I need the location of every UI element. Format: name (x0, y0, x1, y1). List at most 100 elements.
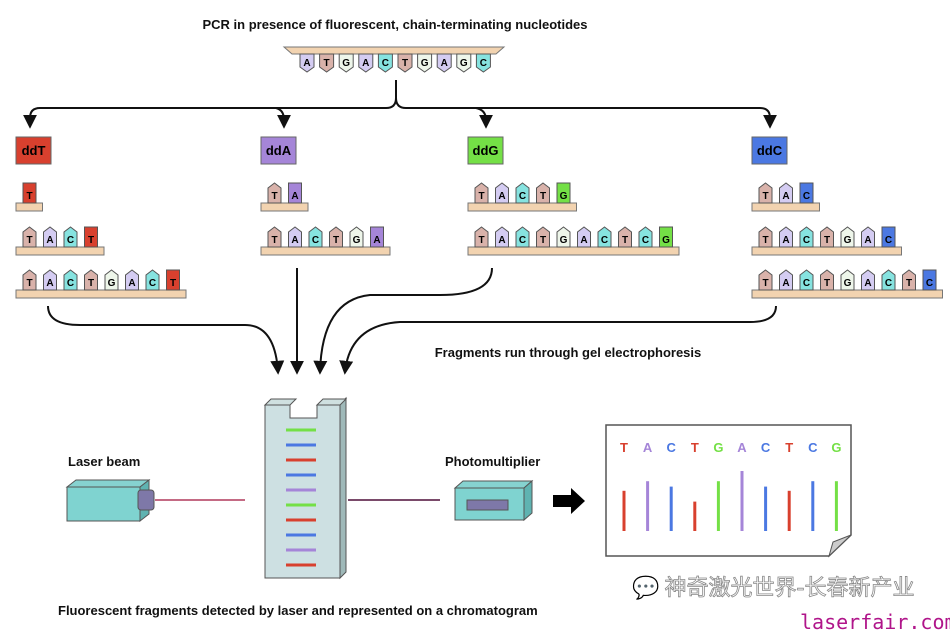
nucleotide-letter: G (353, 235, 361, 246)
nucleotide-letter: T (478, 191, 484, 202)
nucleotide-A (436, 53, 452, 73)
terminator-nucleotide-C (881, 226, 896, 248)
terminator-label-box (467, 136, 504, 165)
nucleotide-letter: A (46, 278, 53, 289)
nucleotide-letter: C (382, 58, 389, 69)
nucleotide-letter: C (67, 235, 74, 246)
terminator-nucleotide-C (922, 269, 937, 291)
terminator-nucleotide-G (659, 226, 673, 248)
nucleotide-G (349, 226, 364, 248)
chromatogram-base-A: A (737, 440, 747, 455)
chromatogram-base-C: C (667, 440, 677, 455)
nucleotide-T (758, 269, 773, 291)
nucleotide-letter: A (291, 191, 298, 202)
primer-backbone (467, 246, 680, 256)
nucleotide-letter: A (441, 58, 448, 69)
nucleotide-letter: C (519, 235, 526, 246)
watermark: 💬 神奇激光世界-长春新产业 (632, 576, 915, 601)
terminator-label-box (15, 136, 52, 165)
nucleotide-C (597, 226, 612, 248)
chromatogram-base-T: T (620, 440, 628, 455)
nucleotide-A (299, 53, 315, 73)
nucleotide-letter: T (26, 235, 32, 246)
nucleotide-T (397, 53, 413, 73)
nucleotide-letter: T (271, 191, 277, 202)
nucleotide-T (474, 182, 489, 204)
photomultiplier (453, 479, 534, 522)
terminator-label-box (260, 136, 297, 165)
nucleotide-C (881, 269, 896, 291)
nucleotide-letter: T (622, 235, 628, 246)
terminator-nucleotide-A (370, 226, 384, 248)
terminator-nucleotide-T (166, 269, 180, 291)
nucleotide-A (43, 269, 57, 291)
nucleotide-C (308, 226, 323, 248)
nucleotide-T (820, 226, 834, 248)
nucleotide-T (536, 182, 550, 204)
chromatogram-base-G: G (831, 440, 841, 455)
nucleotide-T (474, 226, 489, 248)
primer-backbone (260, 202, 309, 212)
nucleotide-A (779, 269, 793, 291)
nucleotide-letter: C (149, 278, 156, 289)
nucleotide-A (779, 226, 793, 248)
terminator-label: ddA (266, 143, 292, 158)
terminator-nucleotide-A (288, 182, 302, 204)
watermark-chinese: 神奇激光世界-长春新产业 (664, 576, 915, 601)
terminator-label: ddC (757, 143, 783, 158)
nucleotide-letter: T (271, 235, 277, 246)
chromatogram-base-C: C (761, 440, 771, 455)
primer-backbone (260, 246, 391, 256)
bottom-caption: Fluorescent fragments detected by laser … (58, 603, 538, 618)
nucleotide-letter: A (498, 235, 505, 246)
nucleotide-letter: T (478, 235, 484, 246)
nucleotide-letter: T (762, 191, 768, 202)
nucleotide-T (758, 182, 773, 204)
nucleotide-letter: C (480, 58, 487, 69)
nucleotide-C (638, 226, 653, 248)
chromatogram-base-T: T (785, 440, 793, 455)
nucleotide-A (861, 269, 875, 291)
nucleotide-C (63, 269, 78, 291)
nucleotide-A (358, 53, 374, 73)
nucleotide-letter: A (362, 58, 369, 69)
nucleotide-letter: C (926, 278, 933, 289)
nucleotide-letter: T (762, 278, 768, 289)
wechat-icon: 💬 (632, 576, 660, 601)
nucleotide-letter: G (108, 278, 116, 289)
nucleotide-T (536, 226, 550, 248)
nucleotide-A (779, 182, 793, 204)
nucleotide-letter: A (782, 191, 789, 202)
gel-caption: Fragments run through gel electrophoresi… (435, 345, 702, 360)
terminator-nucleotide-G (556, 182, 571, 204)
nucleotide-A (495, 182, 509, 204)
nucleotide-letter: T (906, 278, 912, 289)
nucleotide-letter: T (762, 235, 768, 246)
chromatogram-base-A: A (643, 440, 653, 455)
terminator-nucleotide-C (799, 182, 814, 204)
nucleotide-letter: T (333, 235, 339, 246)
nucleotide-letter: C (885, 235, 892, 246)
primer-backbone (751, 246, 902, 256)
output-arrow-icon (553, 488, 585, 514)
nucleotide-A (288, 226, 302, 248)
gel (263, 396, 348, 580)
nucleotide-A (577, 226, 591, 248)
terminator-label-box (751, 136, 788, 165)
chromatogram-base-C: C (808, 440, 818, 455)
nucleotide-letter: C (312, 235, 319, 246)
nucleotide-letter: G (844, 278, 852, 289)
nucleotide-letter: G (844, 235, 852, 246)
nucleotide-letter: C (519, 191, 526, 202)
nucleotide-T (267, 182, 282, 204)
nucleotide-letter: C (67, 278, 74, 289)
nucleotide-letter: C (803, 278, 810, 289)
nucleotide-letter: A (580, 235, 587, 246)
